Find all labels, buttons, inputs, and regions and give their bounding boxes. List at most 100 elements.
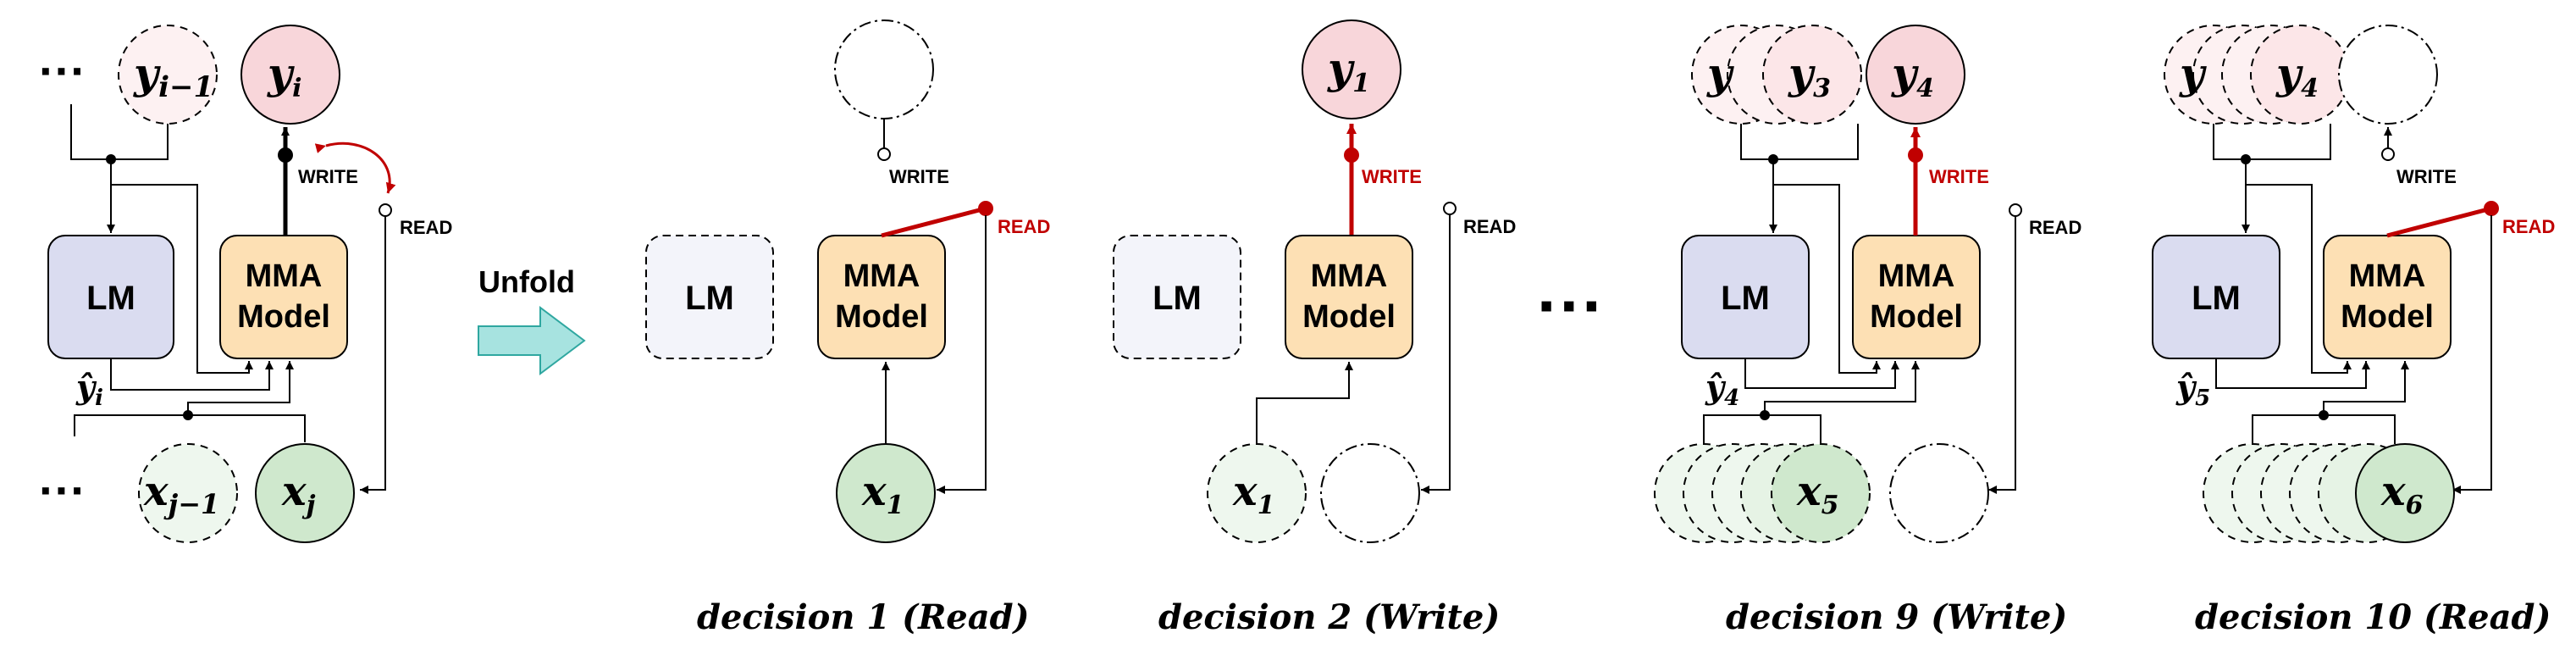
legend-y-current-node	[240, 25, 340, 125]
legend-write-dot	[278, 147, 293, 163]
d9-mma-label-1: MMA	[1878, 258, 1955, 294]
d9-x5-label: x5	[1796, 468, 1839, 520]
d2-write-label: WRITE	[1362, 166, 1422, 187]
d2-mma-label-2: Model	[1302, 299, 1396, 335]
d9-write-label: WRITE	[1929, 166, 1989, 187]
d1-mma-label-1: MMA	[843, 258, 920, 294]
legend-y-prev-label: yi−1	[133, 48, 213, 104]
d10-yhat-line	[2215, 358, 2370, 389]
d1-lm-box	[645, 235, 774, 359]
legend-read-label: READ	[400, 217, 452, 238]
legend-x-prev-node	[138, 443, 238, 543]
d2-lm-box	[1113, 235, 1241, 359]
d10-prev-y-to-mma	[2246, 184, 2352, 374]
legend-y-current-label: yi	[267, 48, 301, 103]
d10-lm-label: LM	[2192, 280, 2241, 317]
unfold-label: Unfold	[478, 264, 575, 299]
d1-mma-label-2: Model	[835, 299, 928, 335]
legend-read-line	[360, 216, 386, 494]
d1-x1-label: x1	[861, 468, 904, 520]
d2-mma-label-1: MMA	[1311, 258, 1388, 294]
d9-lm-label: LM	[1721, 280, 1770, 317]
d10-y-partial-label: y	[2179, 48, 2207, 98]
d1-empty-y-node	[834, 19, 934, 119]
d9-empty-x-node	[1889, 443, 1989, 543]
d1-write-label: WRITE	[889, 166, 949, 187]
panel-decision-1: WRITE LM MMA Model READ x1 decision 1 (R…	[645, 19, 1050, 637]
d1-caption: decision 1 (Read)	[697, 597, 1030, 637]
d1-mma-box	[817, 235, 946, 359]
d9-y-partial-label: y	[1706, 48, 1734, 98]
d2-y1-label: y1	[1327, 43, 1370, 98]
d10-y4-label: y4	[2275, 48, 2319, 103]
legend-y-prev-node	[118, 25, 218, 125]
d9-read-feed	[1988, 216, 2016, 494]
d10-read-line-red	[2386, 206, 2492, 238]
d9-x5-node	[1771, 443, 1871, 543]
d9-x-to-mma	[1764, 361, 1920, 415]
legend-prev-y-bus	[70, 104, 169, 160]
d9-mma-label-2: Model	[1870, 299, 1963, 335]
d1-lm-label: LM	[685, 280, 734, 317]
d10-read-dot	[2484, 201, 2499, 216]
d10-caption: decision 10 (Read)	[2195, 597, 2551, 637]
legend-x-current-label: xj	[281, 468, 316, 520]
d9-read-label: READ	[2029, 217, 2081, 238]
d10-read-feed	[2452, 215, 2492, 494]
d10-x6-node	[2355, 443, 2455, 543]
d9-write-dot	[1908, 147, 1923, 163]
panel-decision-10: y y4 WRITE LM MMA Model READ ŷ5 x6 decis…	[2152, 25, 2555, 637]
d9-y3-node	[1762, 25, 1862, 125]
legend-yhat-label: ŷi	[75, 368, 103, 411]
legend-mma-box	[219, 235, 348, 359]
d9-read-dot	[2009, 203, 2022, 217]
legend-decision-arrow	[314, 142, 396, 194]
panel-decision-2: y1 WRITE LM MMA Model READ x1 decision 2…	[1113, 19, 1516, 637]
d10-mma-label-1: MMA	[2349, 258, 2426, 294]
d9-prev-y-bus	[1740, 124, 1859, 160]
legend-read-dot	[379, 203, 392, 217]
d1-read-feed	[937, 215, 987, 494]
d2-read-dot	[1443, 202, 1457, 215]
d10-mma-box	[2323, 235, 2452, 359]
d9-y4-label: y4	[1891, 48, 1934, 103]
unfold-arrow-icon	[478, 306, 586, 375]
d1-read-line-red	[881, 206, 987, 238]
d1-write-dot	[877, 147, 891, 161]
legend-x-current-node	[255, 443, 355, 543]
d9-yhat-label: ŷ4	[1705, 368, 1739, 411]
legend-ellipsis-bottom: ···	[39, 463, 86, 517]
d9-mma-box	[1852, 235, 1981, 359]
d10-mma-label-2: Model	[2341, 299, 2434, 335]
d9-yhat-line	[1744, 358, 1899, 389]
d9-prev-y-to-mma	[1773, 184, 1881, 374]
d10-read-label: READ	[2502, 216, 2555, 237]
d9-y4-node	[1866, 25, 1965, 125]
legend-yhat-line	[110, 358, 274, 391]
mid-ellipsis: ···	[1537, 268, 1605, 343]
d10-write-dot	[2381, 147, 2395, 161]
d2-caption: decision 2 (Write)	[1158, 597, 1500, 637]
legend-prev-y-to-mma	[111, 184, 253, 374]
d10-empty-y-node	[2338, 25, 2438, 125]
d2-x1-label: x1	[1232, 468, 1275, 520]
d9-y3-label: y3	[1788, 48, 1831, 103]
legend-write-label: WRITE	[298, 166, 358, 187]
d2-x-to-mma	[1256, 362, 1353, 444]
d2-y1-node	[1302, 19, 1401, 119]
d1-read-label: READ	[998, 216, 1050, 237]
d10-write-label: WRITE	[2396, 166, 2457, 187]
d10-prev-y-bus	[2213, 124, 2331, 160]
legend-lm-label: LM	[86, 280, 135, 317]
d2-write-dot	[1344, 147, 1359, 163]
d10-x6-label: x6	[2380, 468, 2424, 520]
d2-read-feed	[1421, 214, 1451, 494]
d10-x-to-mma	[2323, 361, 2409, 415]
legend-mma-label-2: Model	[237, 299, 330, 335]
d2-lm-label: LM	[1153, 280, 1202, 317]
d1-read-dot	[978, 201, 993, 216]
panel-decision-9: y y3 y4 LM MMA Model WRITE READ ŷ4 x5	[1654, 25, 2081, 637]
legend-x-to-mma	[187, 361, 294, 415]
unfold-section: Unfold	[478, 264, 586, 375]
d2-read-label: READ	[1463, 216, 1516, 237]
